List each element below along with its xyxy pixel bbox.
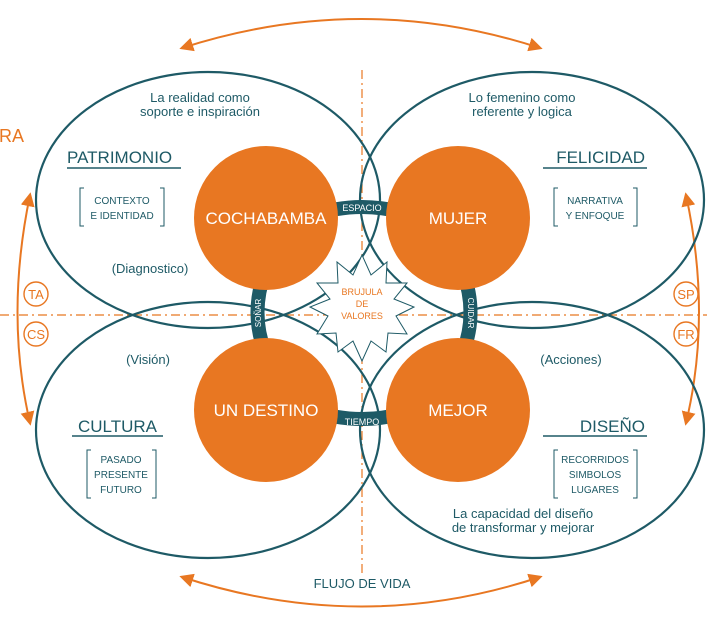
bottom-left-bracket-right xyxy=(152,449,157,499)
connector-right-label: CUIDAR xyxy=(466,298,475,329)
compass-star xyxy=(308,253,416,363)
top-left-caption-line2: soporte e inspiración xyxy=(140,104,260,119)
bottom-right-bracket-left xyxy=(553,449,558,499)
circle-label-mujer: MUJER xyxy=(429,209,488,228)
circle-cochabamba xyxy=(194,146,338,290)
top-left-bracket-right xyxy=(160,187,165,227)
compass-label-line3: VALORES xyxy=(341,311,383,321)
top-right-bracket-left xyxy=(553,187,558,227)
bottom-right-caption-line1: La capacidad del diseño xyxy=(453,506,593,521)
connector-bottom-label: TIEMPO xyxy=(345,417,380,427)
top-right-caption-line2: referente y logica xyxy=(472,104,572,119)
badge-fr: FR xyxy=(677,327,694,342)
left-flow-arrow xyxy=(16,192,35,426)
bottom-left-bracket-left xyxy=(86,449,91,499)
compass-label-line2: DE xyxy=(356,299,369,309)
top-left-bracket-left xyxy=(79,187,84,227)
bottom-right-bracket-right xyxy=(633,449,638,499)
footer-label: FLUJO DE VIDA xyxy=(314,576,411,591)
circle-label-un-destino: UN DESTINO xyxy=(214,401,319,420)
bottom-right-caption-line2: de transformar y mejorar xyxy=(452,520,595,535)
top-left-note: (Diagnostico) xyxy=(112,261,189,276)
footer-label-backdrop xyxy=(300,574,424,592)
bottom-right-note: (Acciones) xyxy=(540,352,601,367)
heading-felicidad: FELICIDAD xyxy=(556,148,645,167)
quadrant-ellipse-bottom-left xyxy=(34,300,382,560)
quadrant-ellipse-top-right xyxy=(358,70,706,330)
circle-label-cochabamba: COCHABAMBA xyxy=(206,209,328,228)
badge-sp-circle xyxy=(673,281,699,307)
quadrant-ellipse-top-left xyxy=(34,70,382,330)
badge-cs-circle xyxy=(23,321,49,347)
bottom-left-bracket-line3: FUTURO xyxy=(100,485,142,496)
compass-label-line1: BRUJULA xyxy=(341,287,382,297)
heading-diseno: DISEÑO xyxy=(580,417,645,436)
circle-mejor xyxy=(386,338,530,482)
circle-mujer xyxy=(386,146,530,290)
quadrant-ellipse-bottom-right xyxy=(358,300,706,560)
badge-cs: CS xyxy=(27,327,45,342)
bottom-left-note: (Visión) xyxy=(126,352,170,367)
circle-label-mejor: MEJOR xyxy=(428,401,488,420)
connector-left-label: SOÑAR xyxy=(254,299,263,328)
bottom-flow-arrow xyxy=(179,573,543,608)
bottom-right-bracket-line1: RECORRIDOS xyxy=(561,455,629,466)
top-right-bracket-line1: NARRATIVA xyxy=(567,196,623,207)
connector-top-label: ESPACIO xyxy=(342,203,381,213)
badge-ta-circle xyxy=(23,281,49,307)
badge-ta: TA xyxy=(28,287,44,302)
right-flow-arrow xyxy=(681,192,700,426)
heading-cultura: CULTURA xyxy=(78,417,158,436)
top-flow-arrow xyxy=(179,18,543,52)
top-left-bracket-line1: CONTEXTO xyxy=(94,196,150,207)
badge-fr-circle xyxy=(673,321,699,347)
badge-sp: SP xyxy=(677,287,694,302)
left-edge-fragment: RA xyxy=(0,126,24,146)
top-right-bracket-line2: Y ENFOQUE xyxy=(566,211,625,222)
top-right-bracket-right xyxy=(633,187,638,227)
top-right-caption-line1: Lo femenino como xyxy=(469,90,576,105)
bottom-right-bracket-line3: LUGARES xyxy=(571,485,619,496)
bottom-right-bracket-line2: SIMBOLOS xyxy=(569,470,622,481)
top-left-caption-line1: La realidad como xyxy=(150,90,250,105)
circle-un-destino xyxy=(194,338,338,482)
bottom-left-bracket-line1: PASADO xyxy=(101,455,142,466)
top-left-bracket-line2: E IDENTIDAD xyxy=(90,211,153,222)
heading-patrimonio: PATRIMONIO xyxy=(67,148,172,167)
bottom-left-bracket-line2: PRESENTE xyxy=(94,470,148,481)
